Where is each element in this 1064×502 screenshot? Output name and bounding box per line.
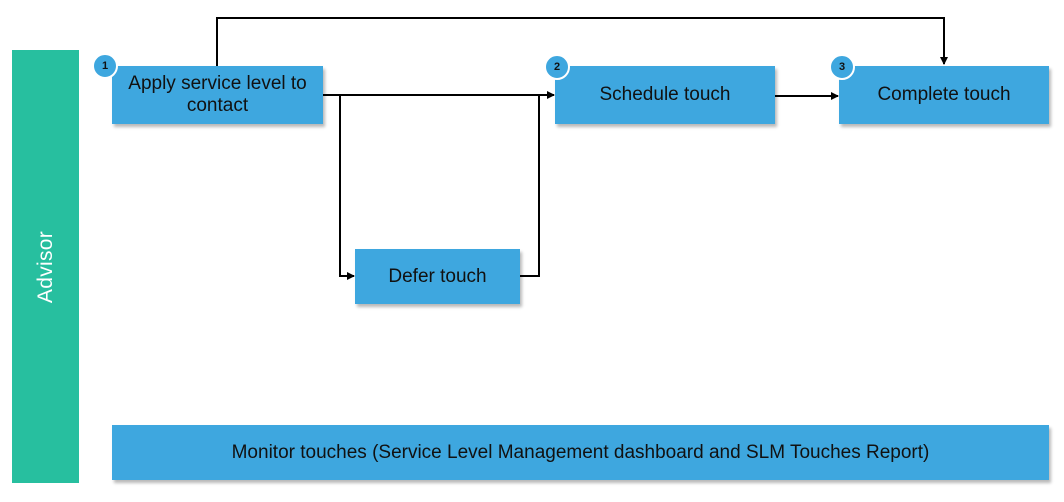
defer-touch-label: Defer touch [388, 265, 487, 287]
step-badge-3: 3 [829, 54, 855, 80]
defer-touch-box[interactable]: Defer touch [355, 249, 520, 304]
step-schedule-touch[interactable]: Schedule touch [555, 66, 775, 124]
step-badge-1: 1 [92, 53, 118, 79]
swimlane-advisor: Advisor [12, 50, 79, 483]
step-complete-touch[interactable]: Complete touch [839, 66, 1049, 124]
step-badge-2: 2 [544, 54, 570, 80]
step-complete-touch-label: Complete touch [877, 84, 1011, 105]
step-apply-service-level[interactable]: Apply service level to contact [112, 66, 323, 124]
step-apply-service-level-label: Apply service level to contact [128, 73, 307, 116]
step-schedule-touch-label: Schedule touch [599, 84, 731, 105]
monitor-touches-label: Monitor touches (Service Level Managemen… [231, 441, 930, 463]
connector-apply-to-defer [339, 95, 355, 280]
connector-apply-to-complete [216, 17, 948, 66]
monitor-touches-box[interactable]: Monitor touches (Service Level Managemen… [112, 425, 1049, 480]
connector-defer-to-schedule [520, 95, 540, 277]
